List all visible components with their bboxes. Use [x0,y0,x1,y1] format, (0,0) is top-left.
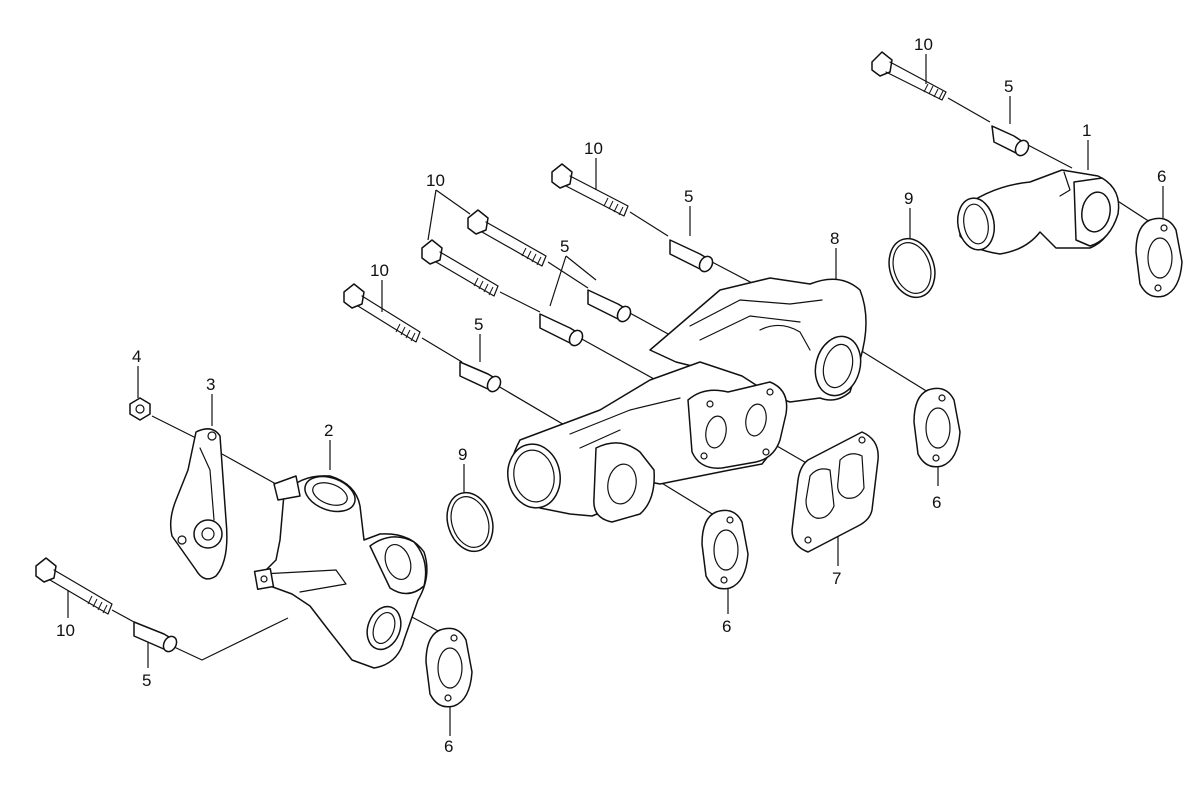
sleeve-top-right[interactable] [991,125,1031,158]
elbow-pipe[interactable] [954,169,1120,255]
callout-10: 10 [370,261,389,280]
bolt-middle-second[interactable] [467,209,547,267]
callout-5: 5 [142,671,151,690]
callout-6: 6 [722,617,731,636]
callout-6: 6 [444,737,453,756]
callout-10: 10 [426,171,445,190]
callout-10: 10 [584,139,603,158]
sleeve-middle-third[interactable] [539,313,585,348]
gasket-middle-right[interactable] [913,387,961,468]
gasket-middle-center[interactable] [701,509,749,590]
bracket[interactable] [169,428,228,580]
callout-9: 9 [458,445,467,464]
exhaust-manifold[interactable] [503,277,867,523]
bolt-middle-top[interactable] [551,163,629,217]
callout-2: 2 [324,421,333,440]
seal-ring-left[interactable] [440,487,500,558]
callout-10: 10 [56,621,75,640]
bolt-left-bottom[interactable] [35,557,113,615]
callout-5: 5 [1004,77,1013,96]
callout-4: 4 [132,347,141,366]
bolt-middle-third[interactable] [421,239,499,297]
callout-5: 5 [560,237,569,256]
bolt-left-long[interactable] [343,283,421,343]
callout-labels: 10 5 1 6 10 5 9 8 10 5 10 5 4 3 2 9 6 7 … [56,35,1166,756]
callout-7: 7 [832,569,841,588]
sleeve-left-long[interactable] [459,361,503,394]
assembly-lines [67,54,1164,736]
bolt-top-right[interactable] [871,51,947,101]
callout-6: 6 [932,493,941,512]
outlet-elbow[interactable] [253,470,428,669]
double-port-gasket[interactable] [791,431,879,553]
seal-ring-right[interactable] [882,233,942,304]
callout-3: 3 [206,375,215,394]
callout-9: 9 [904,189,913,208]
callout-5: 5 [474,315,483,334]
sleeve-left-bottom[interactable] [133,621,179,654]
callout-6: 6 [1157,167,1166,186]
gasket-top-right[interactable] [1135,217,1183,298]
gasket-bottom-left[interactable] [425,627,473,708]
nut[interactable] [129,397,151,421]
callout-8: 8 [830,229,839,248]
sleeve-middle-top[interactable] [669,239,715,274]
callout-10: 10 [914,35,933,54]
callout-1: 1 [1082,121,1091,140]
sleeve-middle-second[interactable] [587,289,633,324]
callout-5: 5 [684,187,693,206]
